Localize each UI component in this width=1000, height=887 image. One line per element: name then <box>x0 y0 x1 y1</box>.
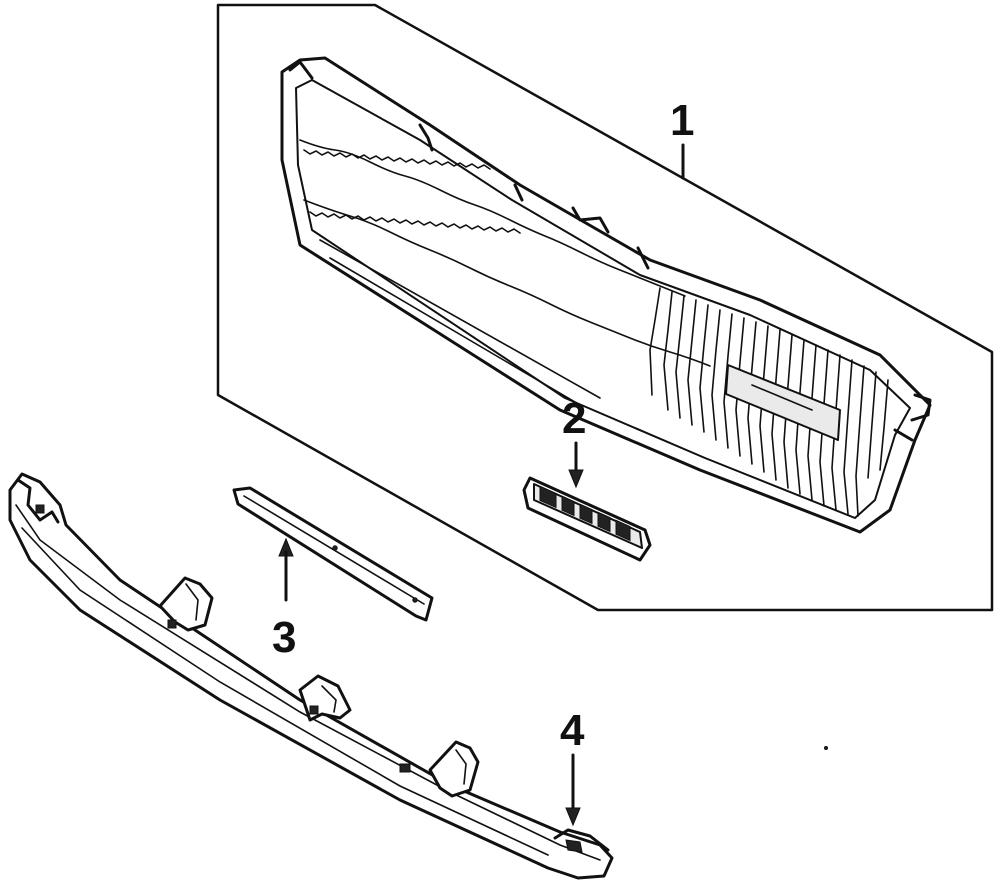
filler-panel[interactable] <box>8 472 614 880</box>
svg-text:4: 4 <box>560 706 585 755</box>
grille[interactable] <box>280 56 932 534</box>
callout-2: 2 <box>562 394 586 489</box>
svg-text:3: 3 <box>272 613 296 662</box>
emblem[interactable]: mazda <box>0 0 652 562</box>
grille-assembly-boundary <box>216 3 994 612</box>
filler-panel-bracket-1 <box>158 576 214 632</box>
svg-text:2: 2 <box>562 394 586 443</box>
molding-strip[interactable] <box>232 486 434 622</box>
svg-text:1: 1 <box>670 96 694 145</box>
callout-1: 1 <box>670 96 694 180</box>
filler-panel-bracket-2 <box>298 674 352 722</box>
emblem-letters <box>539 485 631 542</box>
callout-4: 4 <box>560 706 585 827</box>
stray-dot <box>824 746 828 750</box>
filler-panel-bracket-3 <box>399 740 480 798</box>
callout-3: 3 <box>272 537 296 662</box>
